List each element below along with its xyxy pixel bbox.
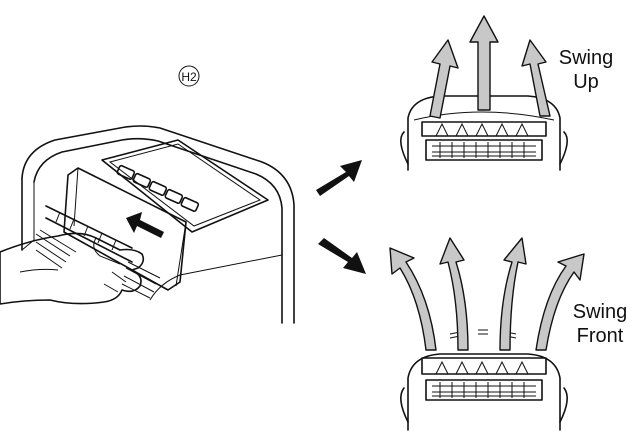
step-marker: H2	[178, 65, 200, 87]
airflow-arrow-icon	[429, 39, 459, 119]
airflow-arrow-icon	[439, 237, 469, 351]
pointer-arrow-icon	[316, 160, 362, 196]
step-marker-label: H2	[181, 70, 197, 84]
airflow-arrow-icon	[521, 39, 551, 117]
airflow-arrow-icon	[535, 253, 585, 351]
swing-up-label-line2: Up	[573, 71, 599, 93]
airflow-arrow-icon	[469, 15, 499, 111]
swing-front-label-line1: Swing	[573, 301, 627, 323]
airflow-arrow-icon	[389, 247, 437, 351]
swing-front-label-line2: Front	[577, 325, 624, 347]
swing-up-label-line1: Swing	[559, 47, 613, 69]
swing-up-panel: Swing Up	[400, 15, 613, 171]
airflow-arrow-icon	[499, 237, 527, 351]
dehumidifier-unit-illustration	[21, 125, 295, 324]
swing-front-panel: Swing Front	[389, 237, 627, 431]
slide-arrow-icon	[126, 212, 164, 238]
pointer-arrow-icon	[318, 238, 366, 274]
hand-icon	[0, 232, 145, 305]
